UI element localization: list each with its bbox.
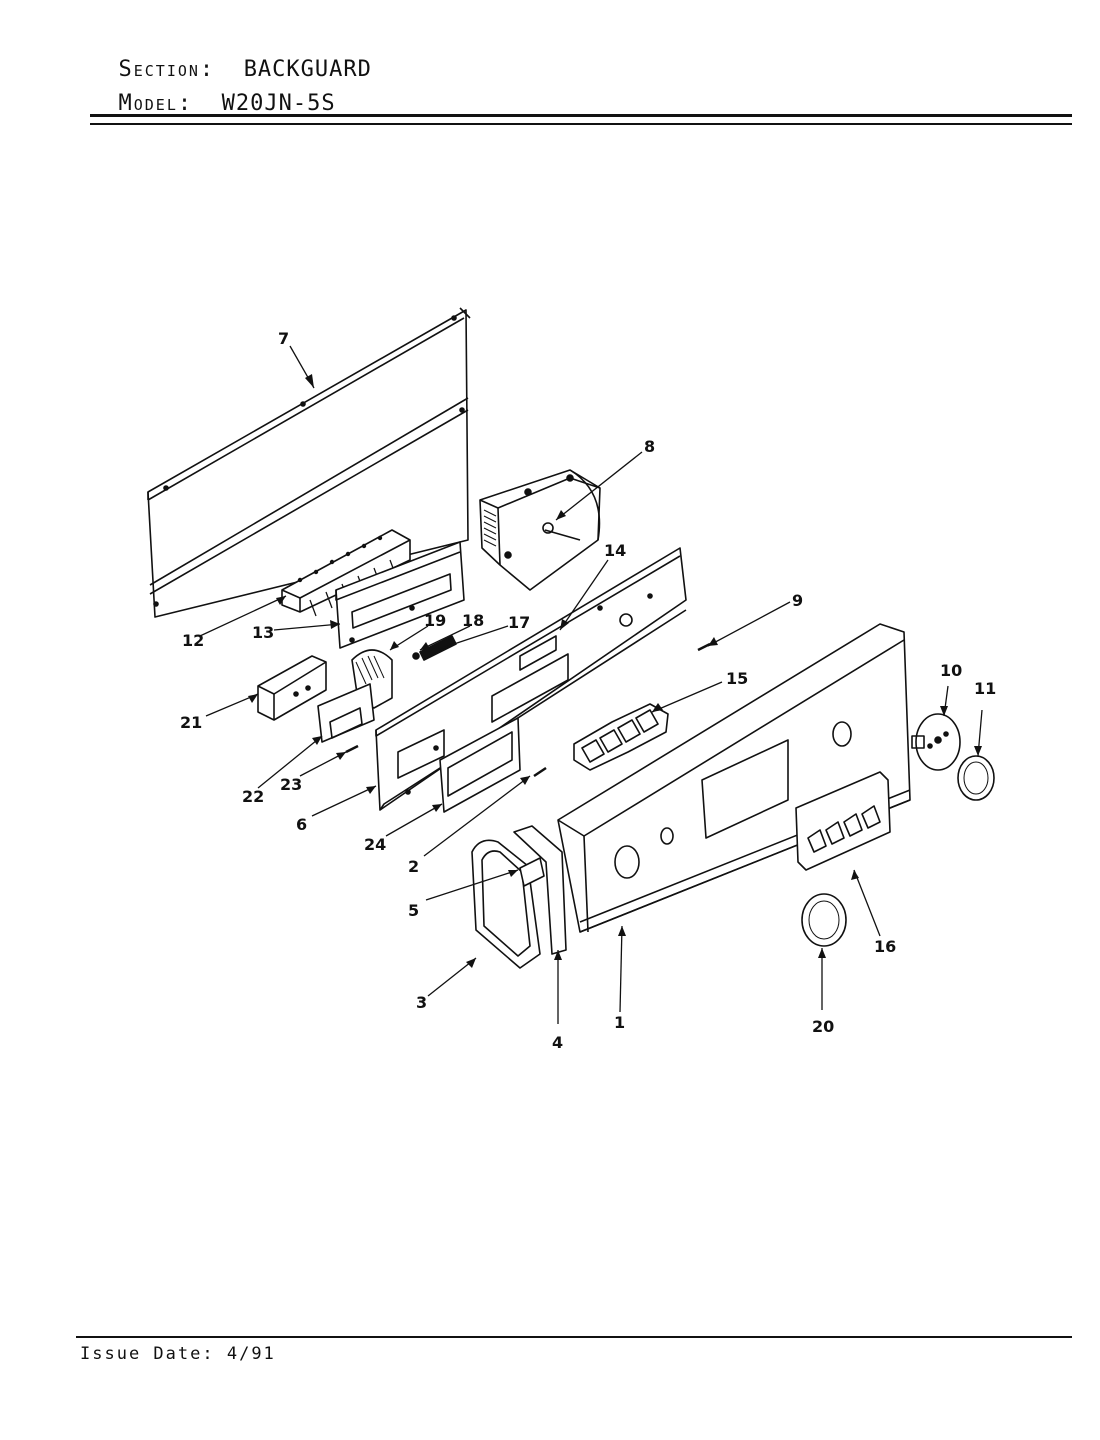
part-6-control-bracket bbox=[375, 547, 687, 811]
section-value: BACKGUARD bbox=[243, 57, 372, 82]
callout-23: 23 bbox=[280, 775, 302, 794]
callout-19: 19 bbox=[424, 611, 446, 630]
issue-date-label: Issue Date: bbox=[80, 1344, 215, 1364]
callout-5: 5 bbox=[408, 901, 419, 920]
callout-21: 21 bbox=[180, 713, 202, 732]
callout-16: 16 bbox=[874, 937, 896, 956]
callout-22: 22 bbox=[242, 787, 264, 806]
part-23-screw bbox=[345, 744, 359, 754]
part-4-trim-strip bbox=[513, 825, 567, 955]
model-label: Model: bbox=[118, 91, 194, 116]
part-13-bracket bbox=[335, 541, 465, 649]
callout-2: 2 bbox=[408, 857, 419, 876]
callout-numbers: 7 8 14 9 17 18 19 15 10 11 12 13 21 22 2… bbox=[180, 329, 996, 1052]
model-value: W20JN-5S bbox=[221, 91, 336, 116]
callout-4: 4 bbox=[552, 1033, 563, 1052]
callout-14: 14 bbox=[604, 541, 626, 560]
callout-1: 1 bbox=[614, 1013, 625, 1032]
part-10-knob-skirt bbox=[911, 713, 961, 771]
section-label: Section: bbox=[118, 57, 216, 82]
footer-rule bbox=[76, 1336, 1072, 1338]
callout-3: 3 bbox=[416, 993, 427, 1012]
part-16-button-bezel bbox=[795, 771, 891, 871]
leader-arrowheads bbox=[248, 374, 982, 968]
header-rule-bottom bbox=[90, 123, 1072, 125]
callout-15: 15 bbox=[726, 669, 748, 688]
part-9-screw bbox=[697, 642, 711, 652]
part-24-lens bbox=[439, 717, 521, 813]
part-5-clip bbox=[519, 857, 545, 887]
part-11-knob bbox=[957, 755, 995, 801]
callout-12: 12 bbox=[182, 631, 204, 650]
callout-20: 20 bbox=[812, 1017, 834, 1036]
part-22-small-bracket bbox=[317, 683, 375, 743]
callout-7: 7 bbox=[278, 329, 289, 348]
issue-date-value: 4/91 bbox=[226, 1344, 276, 1364]
part-2-screw bbox=[533, 766, 547, 778]
part-8-timer-motor bbox=[479, 469, 601, 591]
part-3-end-cap bbox=[471, 839, 541, 969]
callout-24: 24 bbox=[364, 835, 386, 854]
part-20-knob bbox=[801, 893, 847, 947]
callout-13: 13 bbox=[252, 623, 274, 642]
header-rule-top bbox=[90, 114, 1072, 117]
model-row: Model: W20JN-5S bbox=[90, 66, 336, 116]
callout-6: 6 bbox=[296, 815, 307, 834]
part-17-clip bbox=[412, 652, 420, 660]
callout-9: 9 bbox=[792, 591, 803, 610]
callout-10: 10 bbox=[940, 661, 962, 680]
callout-17: 17 bbox=[508, 613, 530, 632]
part-21-relay-block bbox=[257, 655, 327, 721]
callout-11: 11 bbox=[974, 679, 996, 698]
callout-8: 8 bbox=[644, 437, 655, 456]
issue-date: Issue Date: 4/91 bbox=[80, 1344, 276, 1364]
section-row: Section: BACKGUARD bbox=[90, 32, 372, 82]
callout-18: 18 bbox=[462, 611, 484, 630]
part-15-button-cluster bbox=[573, 703, 669, 771]
